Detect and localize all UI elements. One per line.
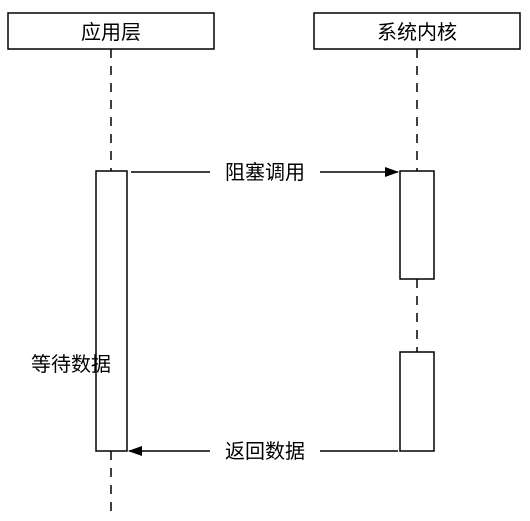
wait-label: 等待数据 bbox=[31, 352, 111, 376]
activation-app bbox=[95, 170, 128, 452]
call-label: 阻塞调用 bbox=[225, 160, 305, 184]
return-label: 返回数据 bbox=[225, 439, 305, 463]
activation-kernel-2 bbox=[399, 351, 435, 452]
participant-kernel-label: 系统内核 bbox=[377, 20, 457, 44]
participant-app-label: 应用层 bbox=[81, 20, 141, 44]
participant-app-box bbox=[7, 12, 215, 50]
activation-kernel-1 bbox=[399, 170, 435, 280]
participant-kernel-box bbox=[313, 12, 521, 50]
